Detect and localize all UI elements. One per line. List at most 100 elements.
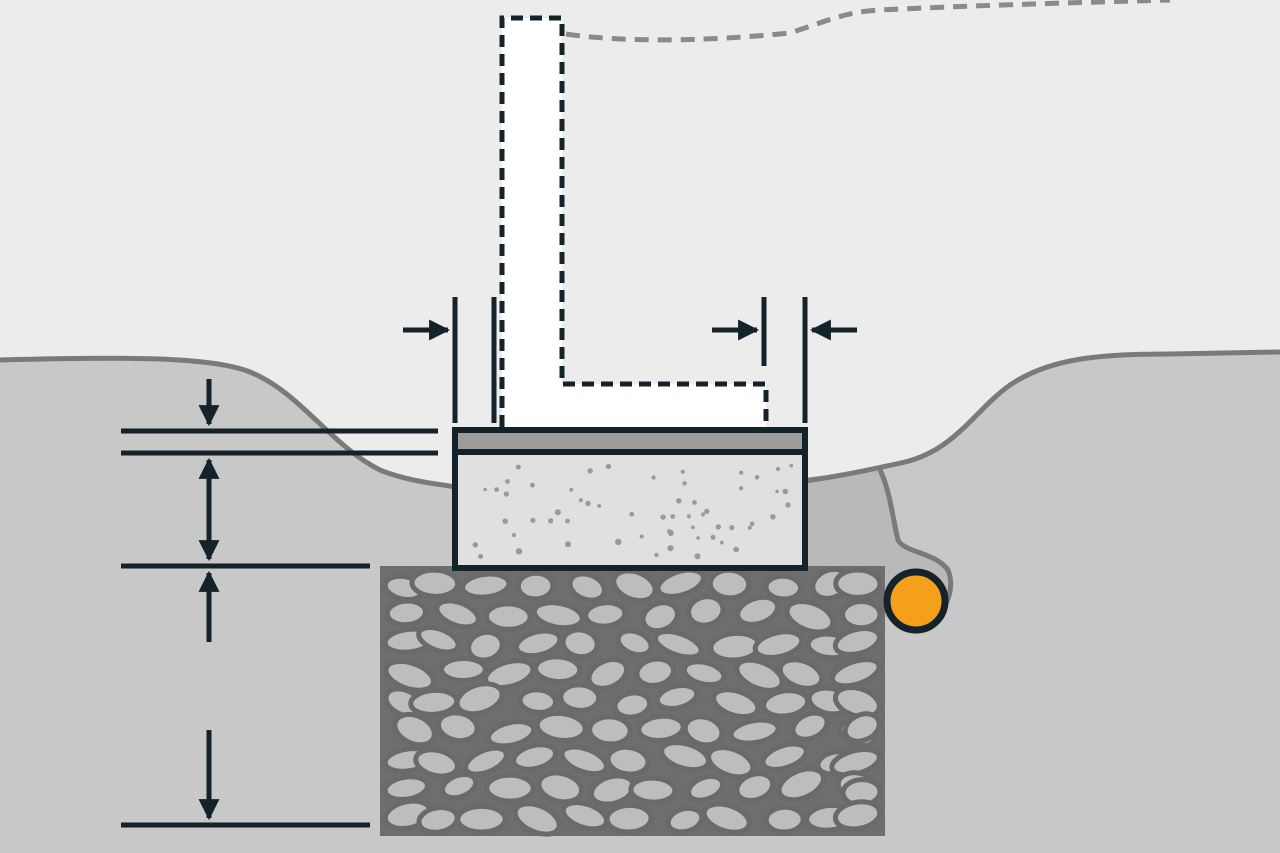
aggregate-dot — [775, 489, 779, 494]
gravel-stone — [515, 570, 556, 602]
aggregate-dot — [651, 475, 656, 480]
aggregate-dot — [789, 463, 794, 468]
gravel-stone — [560, 627, 600, 660]
aggregate-dot — [654, 552, 659, 558]
gravel-stone — [682, 714, 725, 748]
gravel-stone — [665, 805, 705, 835]
gravel-stone — [484, 772, 536, 804]
gravel-stones — [382, 566, 883, 837]
gravel-stone — [463, 745, 509, 777]
aggregate-dot — [682, 481, 687, 486]
aggregate-dot — [483, 487, 487, 492]
gravel-stone — [567, 571, 607, 603]
gravel-stone — [483, 658, 536, 691]
wall-stem — [499, 15, 769, 427]
gravel-stone — [829, 657, 882, 689]
aggregate-dot — [587, 468, 593, 474]
gravel-stone — [392, 711, 437, 748]
aggregate-dot — [670, 514, 676, 519]
gravel-stone — [439, 655, 488, 684]
gravel-stone — [558, 682, 602, 713]
gravel-stone — [735, 594, 780, 627]
aggregate-dot — [569, 487, 574, 492]
gravel-stone — [512, 801, 562, 837]
aggregate-dot — [585, 500, 591, 507]
gravel-stone — [628, 775, 678, 805]
gravel-bed — [380, 566, 885, 837]
aggregate-dot — [729, 525, 735, 531]
aggregate-dot — [738, 486, 744, 491]
aggregate-dot — [782, 488, 789, 495]
footing-right-overhang-indicator — [712, 297, 857, 423]
aggregate-dot — [472, 542, 478, 548]
aggregate-dot — [515, 548, 523, 555]
gravel-stone — [790, 710, 830, 742]
gravel-stone — [706, 745, 756, 780]
gravel-stone — [517, 687, 559, 715]
aggregate-dot — [775, 466, 781, 472]
gravel-stone — [842, 711, 882, 744]
gravel-stone — [763, 804, 806, 835]
gravel-stone — [655, 567, 706, 599]
gravel-stone — [784, 598, 836, 635]
gravel-stone — [454, 681, 505, 717]
gravel-stone — [728, 717, 781, 746]
aggregate-dot — [739, 470, 744, 475]
aggregate-dot — [548, 518, 554, 524]
aggregate-dot — [696, 536, 700, 540]
gravel-stone — [708, 630, 762, 663]
aggregate-dot — [494, 487, 499, 492]
gravel-stone — [466, 629, 505, 663]
aggregate-dot — [676, 498, 682, 504]
gravel-stone — [832, 799, 883, 832]
gravel-stone — [612, 690, 653, 720]
wall-continuation-line — [565, 0, 1171, 43]
gravel-stone — [455, 803, 508, 835]
aggregate-dot — [667, 545, 674, 552]
gravel-stone — [559, 744, 609, 777]
aggregate-dot — [615, 538, 622, 546]
gravel-stone — [586, 657, 630, 691]
aggregate-dot — [639, 534, 644, 539]
gravel-stone — [605, 744, 651, 777]
waterproof-layer — [452, 427, 808, 455]
aggregate-dot — [505, 479, 510, 484]
aggregate-dot — [629, 511, 635, 517]
aggregate-dot — [719, 540, 724, 545]
aggregate-dot — [530, 517, 536, 523]
gravel-stone — [536, 770, 585, 805]
aggregate-dot — [605, 463, 612, 470]
gravel-stone — [435, 710, 480, 744]
gravel-stone — [763, 573, 804, 602]
aggregate-dot — [667, 529, 671, 534]
gravel-stone — [439, 771, 479, 801]
aggregate-dot — [692, 500, 697, 505]
gravel-stone — [409, 567, 461, 599]
gravel-stone — [711, 687, 761, 720]
aggregate-dot — [749, 521, 755, 527]
gravel-stone — [513, 628, 563, 659]
aggregate-dot — [701, 512, 706, 517]
gravel-stone — [511, 742, 559, 772]
footing-aggregate-dots — [472, 463, 794, 560]
gravel-stone — [483, 601, 533, 632]
gravel-stone — [587, 714, 633, 747]
gravel-stone — [777, 657, 825, 691]
ground-surface-line — [0, 349, 1280, 490]
gravel-stone — [416, 624, 461, 655]
aggregate-dot — [680, 469, 685, 474]
gravel-stone — [384, 598, 428, 628]
gravel-stone — [686, 773, 726, 803]
footing-left-overhang-indicator — [403, 297, 497, 423]
gravel-stone — [734, 657, 785, 693]
gravel-stone — [840, 598, 883, 631]
gravel-stone — [776, 766, 826, 803]
gravel-stone — [833, 567, 883, 600]
gravel-stone — [460, 571, 512, 600]
aggregate-dot — [747, 525, 752, 530]
gravel-stone — [534, 710, 588, 743]
gravel-stone — [701, 801, 752, 835]
gravel-stone — [681, 659, 727, 688]
aggregate-dot — [704, 508, 710, 515]
gravel-stone — [531, 600, 585, 631]
